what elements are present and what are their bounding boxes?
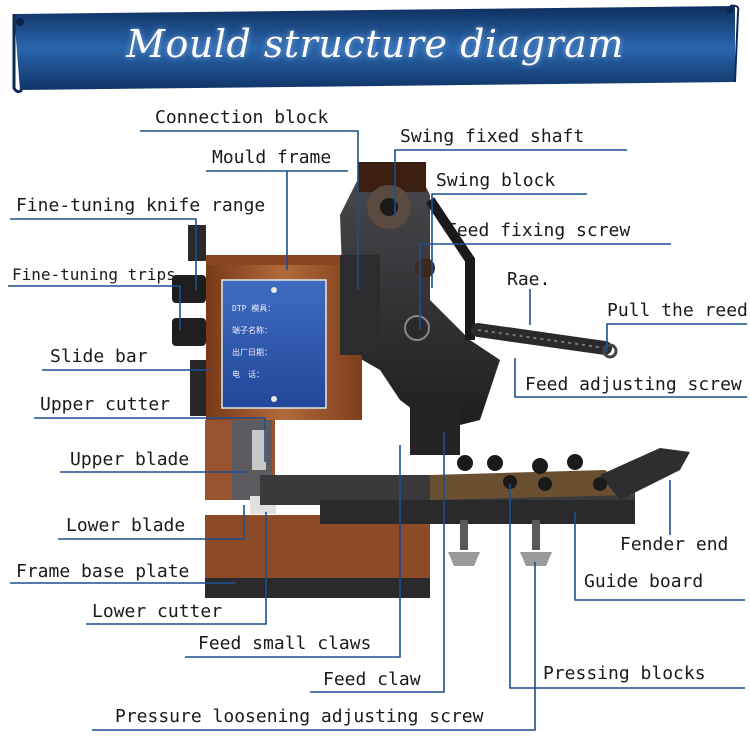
label-mould-frame: Mould frame xyxy=(212,147,332,168)
label-guide-board: Guide board xyxy=(584,571,704,592)
label-feed-adjusting-screw: Feed adjusting screw xyxy=(525,374,742,395)
label-feed-fixing-screw: Feed fixing screw xyxy=(446,220,631,241)
label-lower-blade: Lower blade xyxy=(66,515,186,536)
label-connection-block: Connection block xyxy=(155,107,329,128)
pressing-block-screws xyxy=(457,454,607,491)
label-swing-block: Swing block xyxy=(436,170,556,191)
diagram-title: Mould structure diagram xyxy=(126,22,624,66)
nameplate-row: 电 话： xyxy=(232,370,264,379)
nameplate-row: 端子名称： xyxy=(232,326,272,335)
label-upper-blade: Upper blade xyxy=(70,449,190,470)
label-upper-cutter: Upper cutter xyxy=(40,394,171,415)
base-assembly xyxy=(205,448,690,598)
label-pressure-loosening-adjusting-screw: Pressure loosening adjusting screw xyxy=(115,706,484,727)
label-pull-the-reed: Pull the reed xyxy=(607,300,748,321)
nameplate-row: 出厂日期： xyxy=(232,348,272,357)
label-rae: Rae. xyxy=(507,269,551,290)
nameplate xyxy=(221,279,327,409)
reed-spring xyxy=(471,323,618,359)
label-feed-claw: Feed claw xyxy=(323,669,421,690)
title-banner xyxy=(12,4,740,94)
label-feed-small-claws: Feed small claws xyxy=(198,633,372,654)
label-swing-fixed-shaft: Swing fixed shaft xyxy=(400,126,585,147)
label-frame-base-plate: Frame base plate xyxy=(16,561,190,582)
label-pressing-blocks: Pressing blocks xyxy=(543,663,706,684)
label-fine-tuning-trips: Fine-tuning trips xyxy=(12,265,176,284)
nameplate-row: DTP 模具： xyxy=(232,304,276,313)
label-lower-cutter: Lower cutter xyxy=(92,601,223,622)
wing-nuts xyxy=(448,520,552,566)
label-fender-end: Fender end xyxy=(620,534,729,555)
label-fine-tuning-knife-range: Fine-tuning knife range xyxy=(16,195,266,216)
label-slide-bar: Slide bar xyxy=(50,346,148,367)
